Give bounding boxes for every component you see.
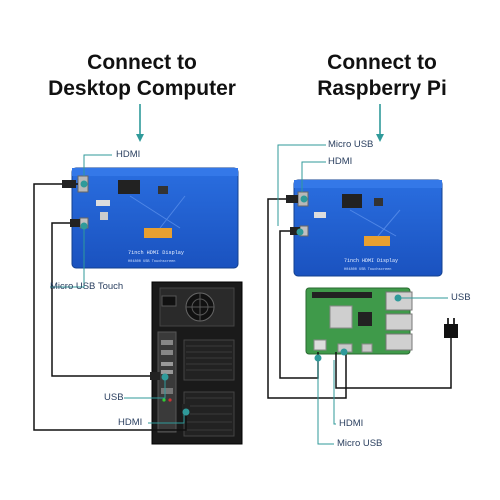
hdmi-port-marker [340, 348, 348, 356]
heading-line1: Connect to [327, 51, 437, 74]
display-board-left [71, 167, 239, 269]
power-cable-right [335, 338, 452, 389]
desktop-tower [151, 281, 243, 445]
raspberry-pi-board [305, 287, 413, 355]
leader-lines-right [277, 144, 448, 445]
hdmi-port-marker [80, 180, 88, 188]
board-silkscreen-subtext: H04800 USB Touchscreen [128, 259, 175, 264]
label-hdmi-bottom-left: HDMI [118, 417, 143, 428]
arrow-down-icon [136, 104, 144, 142]
display-board-right [293, 179, 443, 277]
label-usb-right: USB [451, 292, 471, 303]
micro-usb-port-marker [314, 354, 322, 362]
heading-line2: Desktop Computer [48, 77, 236, 100]
usb-port-marker [394, 294, 402, 302]
label-micro-usb-top-right: Micro USB [328, 139, 374, 150]
heading-line2: Raspberry Pi [317, 77, 447, 100]
usb-cable-left [51, 222, 160, 377]
vent-grille [186, 345, 232, 431]
micro-usb-port-marker [296, 228, 304, 236]
label-hdmi-top-right: HDMI [328, 156, 353, 167]
label-micro-usb-bottom-right: Micro USB [337, 438, 383, 449]
heading-line1: Connect to [87, 51, 197, 74]
board-silkscreen-text: 7inch HDMI Display [344, 258, 398, 264]
power-plug-icon [444, 318, 458, 338]
label-hdmi-top-left: HDMI [116, 149, 141, 160]
label-usb-left: USB [104, 392, 124, 403]
micro-usb-port-marker [80, 222, 88, 230]
hdmi-plug-icon [286, 195, 298, 203]
micro-usb-plug-icon [290, 227, 300, 235]
hdmi-port-marker [182, 408, 190, 416]
hdmi-port-marker [300, 195, 308, 203]
hdmi-plug-icon [62, 180, 76, 188]
usb-plug-icon [150, 372, 160, 380]
desktop-connection-heading: Connect to Desktop Computer [22, 50, 262, 102]
label-hdmi-bottom-right: HDMI [339, 418, 364, 429]
raspberry-pi-connection-heading: Connect to Raspberry Pi [262, 50, 500, 102]
arrow-down-icon [376, 104, 384, 142]
leader-lines-left [50, 154, 185, 424]
micro-usb-plug-icon [70, 219, 80, 227]
board-silkscreen-text: 7inch HDMI Display [128, 250, 184, 256]
usb-port-marker [161, 373, 169, 381]
board-silkscreen-subtext: H04800 USB Touchscreen [344, 267, 391, 272]
hdmi-cable-left [33, 183, 187, 431]
label-micro-usb-touch: Micro USB Touch [50, 281, 124, 292]
